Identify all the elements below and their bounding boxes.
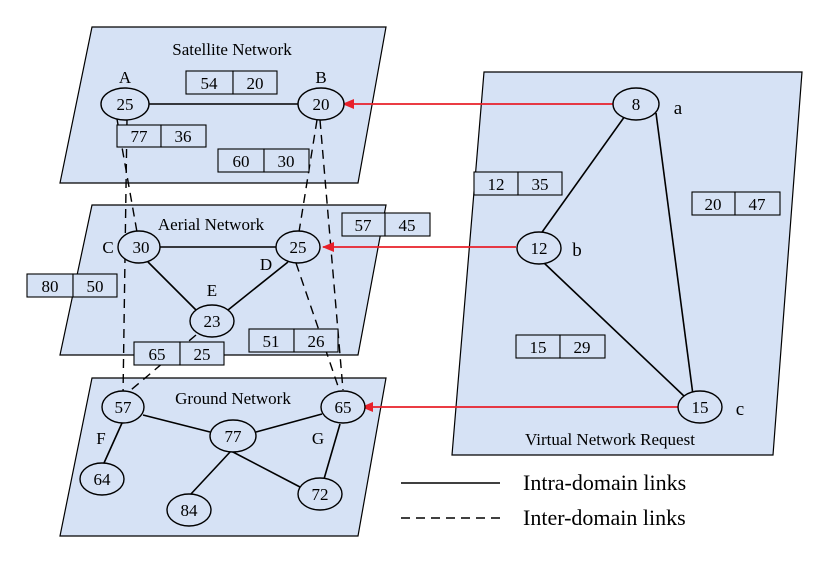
link-a-c <box>655 112 694 396</box>
node-A-label: A <box>119 68 132 87</box>
node-b-label: b <box>572 240 582 261</box>
link-77-72 <box>230 450 301 488</box>
link-D-E <box>227 261 289 311</box>
node-c-label: c <box>736 399 744 420</box>
box-sat-b-down-left: 60 <box>233 152 250 171</box>
node-b-value: 12 <box>531 239 548 258</box>
node-72 <box>297 477 343 511</box>
node-c <box>677 390 723 424</box>
node-64 <box>79 462 125 496</box>
link-77-84 <box>189 450 232 496</box>
node-F-value: 57 <box>115 398 133 417</box>
link-F-64 <box>103 422 123 464</box>
virtual-network-request-title: Virtual Network Request <box>525 430 695 449</box>
node-F <box>101 390 145 424</box>
link-G-77 <box>255 413 323 433</box>
node-E <box>189 304 235 338</box>
box-aer-c-left: 80 50 <box>26 273 118 298</box>
node-C <box>117 230 161 264</box>
box-req-ab: 12 35 <box>473 171 563 196</box>
inter-link-D-G <box>295 262 341 393</box>
box-sat-b-down-right: 30 <box>278 152 295 171</box>
node-C-label: C <box>102 238 113 257</box>
node-A <box>100 87 150 121</box>
box-aer-d-up-left: 57 <box>355 216 373 235</box>
box-req-bc-right: 29 <box>574 338 591 357</box>
node-D-label: D <box>260 255 272 274</box>
node-A-value: 25 <box>117 95 134 114</box>
node-a <box>612 87 660 121</box>
node-G-value: 65 <box>335 398 352 417</box>
box-req-ac-left: 20 <box>705 195 722 214</box>
box-aer-c-left-left: 80 <box>42 277 59 296</box>
box-req-bc: 15 29 <box>515 334 606 359</box>
box-sat-a-down-right: 36 <box>175 127 192 146</box>
link-a-b <box>539 115 626 236</box>
node-G <box>320 390 366 424</box>
box-req-ac: 20 47 <box>691 191 781 216</box>
node-D-value: 25 <box>290 238 307 257</box>
box-aer-d-up-right: 45 <box>399 216 416 235</box>
box-sat-ab: 54 20 <box>185 70 278 95</box>
node-c-value: 15 <box>692 398 709 417</box>
link-F-77 <box>142 414 211 433</box>
box-aer-e-down-left: 65 <box>149 345 166 364</box>
node-B-label: B <box>315 68 326 87</box>
box-sat-b-down: 60 30 <box>217 148 310 173</box>
box-aer-d-up: 57 45 <box>341 212 431 237</box>
aerial-network-title: Aerial Network <box>158 215 265 234</box>
node-77-value: 77 <box>225 427 243 446</box>
box-req-ac-right: 47 <box>749 195 767 214</box>
box-aer-d-down-left: 51 <box>263 332 280 351</box>
box-aer-c-left-right: 50 <box>87 277 104 296</box>
box-aer-e-down-right: 25 <box>194 345 211 364</box>
node-B <box>297 87 345 121</box>
link-C-E <box>147 261 199 313</box>
node-64-value: 64 <box>94 470 112 489</box>
legend-inter-label: Inter-domain links <box>523 505 686 530</box>
node-84 <box>166 493 212 527</box>
box-aer-d-down-right: 26 <box>308 332 325 351</box>
box-req-bc-left: 15 <box>530 338 547 357</box>
legend-intra-label: Intra-domain links <box>523 470 686 495</box>
box-sat-a-down-left: 77 <box>131 127 149 146</box>
node-72-value: 72 <box>312 485 329 504</box>
node-F-label: F <box>96 429 105 448</box>
node-b <box>516 231 562 265</box>
box-aer-e-down: 65 25 <box>133 341 225 366</box>
inter-link-B-G <box>319 119 344 391</box>
node-E-label: E <box>207 281 217 300</box>
box-sat-ab-right: 20 <box>247 74 264 93</box>
box-req-ab-right: 35 <box>532 175 549 194</box>
node-84-value: 84 <box>181 501 199 520</box>
node-B-value: 20 <box>313 95 330 114</box>
node-D <box>275 230 321 264</box>
ground-network-title: Ground Network <box>175 389 291 408</box>
link-G-72 <box>323 423 341 480</box>
box-req-ab-left: 12 <box>488 175 505 194</box>
node-G-label: G <box>312 429 324 448</box>
node-a-value: 8 <box>632 95 641 114</box>
box-aer-d-down: 51 26 <box>248 328 339 353</box>
request-plane <box>451 71 803 456</box>
node-E-value: 23 <box>204 312 221 331</box>
link-b-c <box>542 261 686 398</box>
box-sat-a-down: 77 36 <box>116 124 207 148</box>
box-sat-ab-left: 54 <box>201 74 219 93</box>
inter-link-B-D <box>298 119 318 233</box>
node-a-label: a <box>674 98 683 119</box>
node-C-value: 30 <box>133 238 150 257</box>
node-77 <box>209 419 257 453</box>
satellite-network-title: Satellite Network <box>172 40 292 59</box>
